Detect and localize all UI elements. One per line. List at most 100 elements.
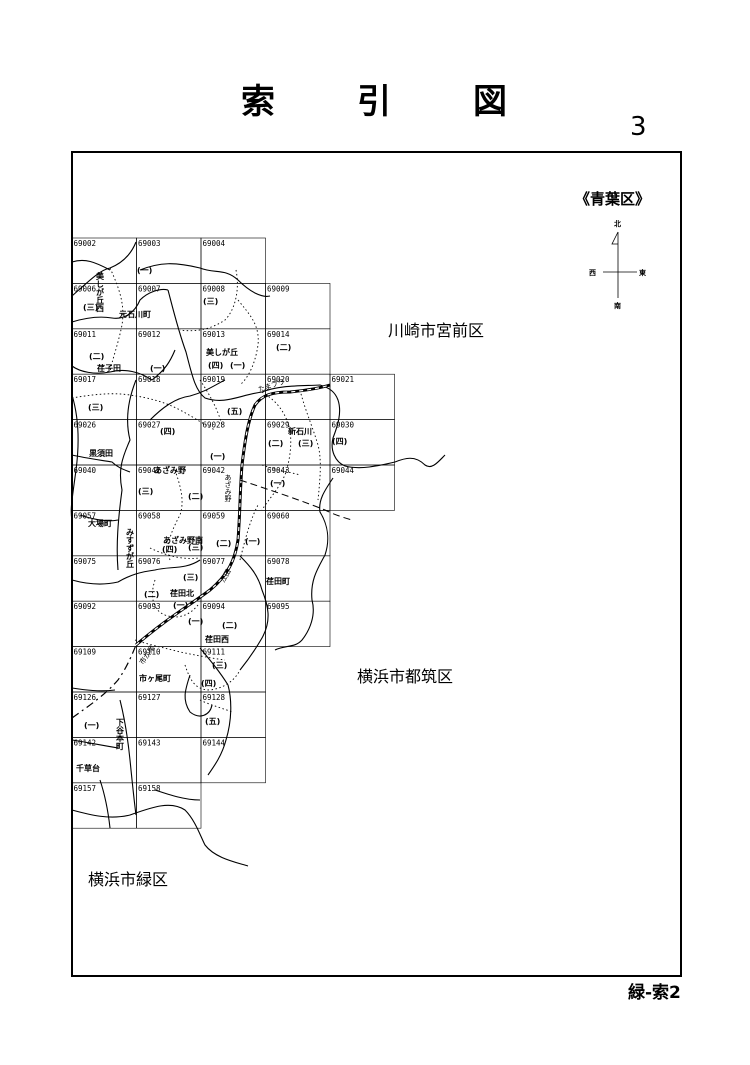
district-boundaries [71,267,321,713]
map-sheet-number: 69092 [74,602,97,611]
compass-east-label: 東 [639,268,647,277]
chome-marker: (四) [332,437,347,446]
chome-marker: (三) [138,487,153,496]
map-sheet-number: 69020 [267,375,290,384]
map-sheet-number: 69013 [203,330,226,339]
chome-marker: (一) [245,537,260,546]
map-sheet-number: 69012 [138,330,161,339]
chome-marker: (五) [227,407,242,416]
chome-marker: (四) [208,361,223,370]
place-shodacho: 荏田町 [266,576,290,586]
map-sheet-number: 69014 [267,330,290,339]
map-sheet-number: 69128 [203,693,226,702]
map-sheet-number: 69109 [74,648,97,657]
map-sheet-number: 69006 [74,284,97,293]
chome-marker: (三) [83,303,98,312]
ward-title: 《青葉区》 [575,190,650,208]
place-kurosuda: 黒須田 [89,448,113,458]
station-eda: 江田 [219,568,233,584]
chome-marker: (二) [188,492,203,501]
chome-marker: (一) [84,721,99,730]
place-chigusadai: 千草台 [76,763,100,773]
map-sheet-cell [136,782,202,829]
chome-marker: (四) [162,545,177,554]
chome-marker: (一) [188,617,203,626]
map-sheet-cell [329,464,395,511]
chome-marker: (一) [230,361,245,370]
place-azamino: あざみ野 [154,465,186,475]
map-sheet-number: 69026 [74,421,97,430]
map-sheet-number: 69042 [203,466,226,475]
map-sheet-number: 69143 [138,738,161,747]
map-sheet-number: 69060 [267,511,290,520]
map-sheet-number: 69095 [267,602,290,611]
chome-marker: (三) [88,403,103,412]
map-sheet-cell [200,737,266,784]
place-utsukushigaoka-nishi: 美しが丘西 [95,271,105,313]
chome-marker: (二) [222,621,237,630]
map-sheet-number: 69030 [332,421,355,430]
map-sheet-number: 69019 [203,375,226,384]
place-misuzugaoka: みすずが丘 [126,528,135,568]
map-sheet-number: 69110 [138,648,161,657]
map-sheet-number: 69111 [203,648,226,657]
map-sheet-number: 69127 [138,693,161,702]
neighbor-midori: 横浜市緑区 [88,870,168,889]
map-sheet-number: 69142 [74,738,97,747]
place-shodakita: 荏田北 [170,588,194,598]
map-sheet-number: 69058 [138,511,161,520]
place-shinishikawa: 新石川 [288,426,312,436]
highway-line [239,479,353,521]
map-sheet-number: 69075 [74,557,97,566]
place-ohbacho: 大場町 [88,518,112,528]
chome-marker: (三) [183,573,198,582]
map-sheet-number: 69093 [138,602,161,611]
chome-marker: (五) [205,717,220,726]
place-motoishikawa: 元石川町 [119,310,151,319]
map-sheet-number: 69044 [332,466,355,475]
map-sheet-number: 69007 [138,284,161,293]
chome-marker: (三) [212,661,227,670]
map-sheet-number: 69059 [203,511,226,520]
map-sheet-number: 69028 [203,421,226,430]
chome-marker: (二) [216,539,231,548]
map-sheet-number: 69017 [74,375,97,384]
map-sheet-number: 69004 [203,239,226,248]
map-sheet-number: 69027 [138,421,161,430]
boundary-lines [70,241,446,867]
place-labels: 元石川町 美しが丘 荏子田 黒須田 あざみ野 新石川 大場町 あざみ野南 荏田町… [76,310,312,773]
chome-marker: (四) [160,427,175,436]
compass-rose [603,231,637,298]
map-sheet-number: 69057 [74,511,97,520]
place-shotoda: 荏子田 [97,363,121,373]
map-sheet-number: 69126 [74,693,97,702]
map-sheet-number: 69158 [138,784,161,793]
map-sheet-number: 69008 [203,284,226,293]
compass-west-label: 西 [589,269,596,277]
title-char-1: 索 [241,82,277,122]
compass-north-label: 北 [614,219,621,228]
place-utsukushigaoka: 美しが丘 [206,347,238,357]
map-sheet-cell [265,600,331,647]
chome-marker: (一) [210,452,225,461]
place-shodanishi: 荏田西 [205,634,229,644]
chome-marker: (一) [137,266,152,275]
neighbor-tsuzuki: 横浜市都筑区 [357,667,453,686]
map-sheet-number: 69021 [332,375,355,384]
chome-marker: (二) [276,343,291,352]
map-sheet-number: 69018 [138,375,161,384]
map-sheet-number: 69043 [267,466,290,475]
compass-south-label: 南 [614,301,621,310]
map-sheet-number: 69076 [138,557,161,566]
map-sheet-number: 69078 [267,557,290,566]
chome-marker: (二) [89,352,104,361]
chome-marker: (三) [298,439,313,448]
place-ichigaocho: 市ヶ尾町 [139,673,171,683]
station-azamino: あざみ野 [224,474,232,502]
map-sheet-number: 69002 [74,239,97,248]
chome-marker: (四) [201,679,216,688]
chome-marker: (一) [150,364,165,373]
map-sheet-number: 69094 [203,602,226,611]
